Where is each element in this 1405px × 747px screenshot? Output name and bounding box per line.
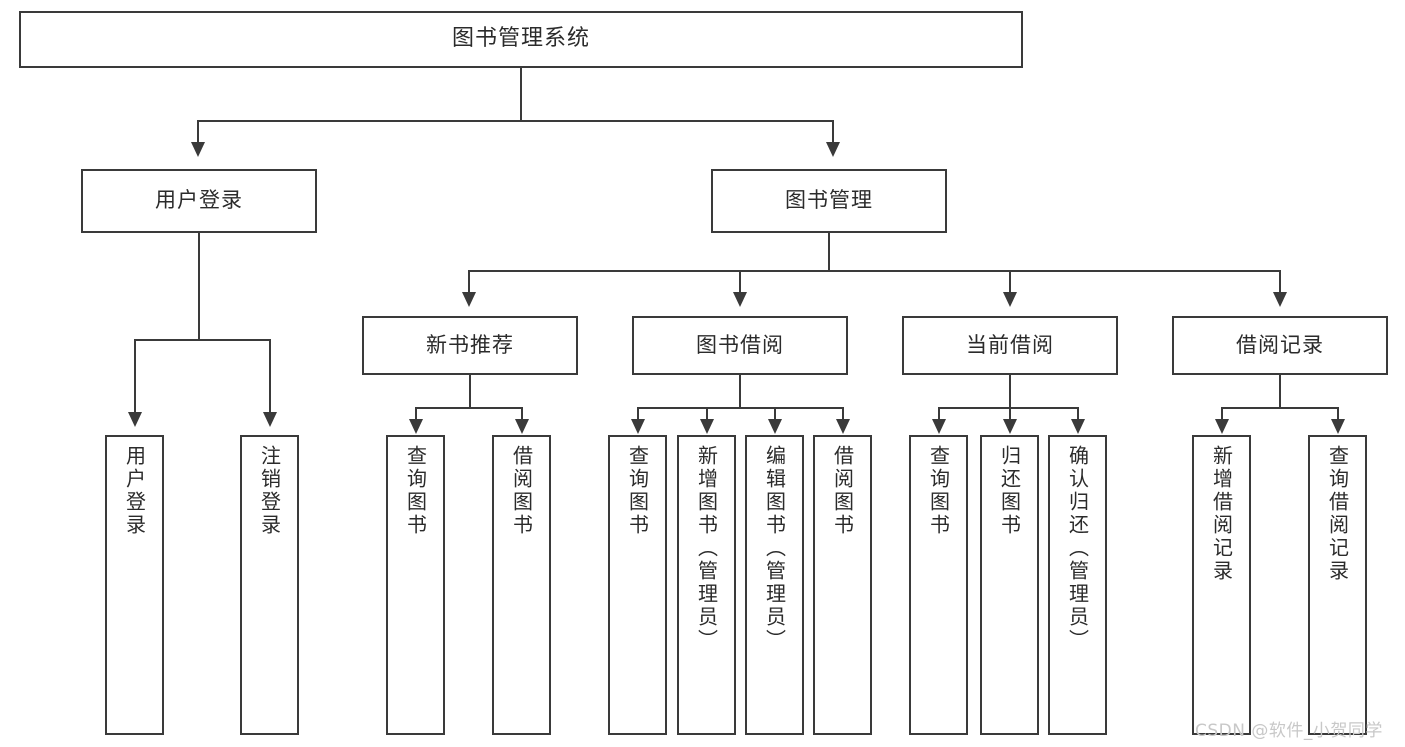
node-label: 查询图书 <box>403 445 428 537</box>
connector-cb-stem <box>1009 375 1011 408</box>
leaf-nbr-borrow-book[interactable]: 借阅图书 <box>492 435 551 735</box>
connector-nbr-drop-2 <box>521 407 523 421</box>
connector-bm-drop-4 <box>1279 270 1281 295</box>
arrowhead-bb-leaf-3 <box>768 419 782 434</box>
connector-bm-drop-3 <box>1009 270 1011 295</box>
leaf-bb-query-book[interactable]: 查询图书 <box>608 435 667 735</box>
node-user-login[interactable]: 用户登录 <box>81 169 317 233</box>
connector-bb-stem <box>739 375 741 408</box>
arrowhead-cb-leaf-3 <box>1071 419 1085 434</box>
node-label: 当前借阅 <box>966 332 1054 357</box>
leaf-br-query-record[interactable]: 查询借阅记录 <box>1308 435 1367 735</box>
node-book-management[interactable]: 图书管理 <box>711 169 947 233</box>
connector-bb-drop-2 <box>706 407 708 421</box>
arrowhead-to-user-login-leaf <box>128 412 142 427</box>
connector-bm-drop-2 <box>739 270 741 295</box>
arrowhead-to-borrow-records <box>1273 292 1287 307</box>
connector-nbr-stem <box>469 375 471 408</box>
leaf-bb-add-book-admin[interactable]: 新增图书（管理员） <box>677 435 736 735</box>
connector-cb-bus <box>938 407 1078 409</box>
arrowhead-br-leaf-2 <box>1331 419 1345 434</box>
arrowhead-root-to-book-management <box>826 142 840 157</box>
connector-nbr-drop-1 <box>415 407 417 421</box>
node-borrow-records[interactable]: 借阅记录 <box>1172 316 1388 375</box>
arrowhead-nbr-leaf-1 <box>409 419 423 434</box>
connector-br-drop-1 <box>1221 407 1223 421</box>
node-label: 借阅图书 <box>509 445 534 537</box>
node-new-book-recommend[interactable]: 新书推荐 <box>362 316 578 375</box>
arrowhead-to-current-borrow <box>1003 292 1017 307</box>
node-root-book-management-system[interactable]: 图书管理系统 <box>19 11 1023 68</box>
connector-nbr-bus <box>415 407 523 409</box>
node-label: 编辑图书（管理员） <box>762 445 787 652</box>
node-label: 用户登录 <box>155 188 243 213</box>
connector-user-login-stem <box>198 233 200 340</box>
connector-cb-drop-2 <box>1009 407 1011 421</box>
leaf-br-add-record[interactable]: 新增借阅记录 <box>1192 435 1251 735</box>
watermark-csdn: CSDN @软件_小贺同学 <box>1195 721 1383 741</box>
connector-book-management-stem <box>828 233 830 271</box>
connector-cb-drop-1 <box>938 407 940 421</box>
leaf-user-login[interactable]: 用户登录 <box>105 435 164 735</box>
node-label: 图书借阅 <box>696 332 784 357</box>
leaf-cb-return-book[interactable]: 归还图书 <box>980 435 1039 735</box>
arrowhead-cb-leaf-2 <box>1003 419 1017 434</box>
leaf-cb-query-book[interactable]: 查询图书 <box>909 435 968 735</box>
connector-bb-bus <box>637 407 844 409</box>
arrowhead-cb-leaf-1 <box>932 419 946 434</box>
connector-br-stem <box>1279 375 1281 408</box>
node-label: 新增借阅记录 <box>1209 445 1234 583</box>
node-label: 图书管理 <box>785 188 873 213</box>
connector-br-drop-2 <box>1337 407 1339 421</box>
connector-book-management-bus <box>468 270 1280 272</box>
node-label: 借阅图书 <box>830 445 855 537</box>
node-current-borrow[interactable]: 当前借阅 <box>902 316 1118 375</box>
node-label: 归还图书 <box>997 445 1022 537</box>
node-label: 查询图书 <box>625 445 650 537</box>
arrowhead-bb-leaf-4 <box>836 419 850 434</box>
arrowhead-nbr-leaf-2 <box>515 419 529 434</box>
connector-root-stem <box>520 68 522 121</box>
node-label: 注销登录 <box>257 445 282 537</box>
connector-br-bus <box>1221 407 1338 409</box>
node-book-borrow[interactable]: 图书借阅 <box>632 316 848 375</box>
node-label: 用户登录 <box>122 445 147 537</box>
connector-bb-drop-4 <box>842 407 844 421</box>
leaf-bb-borrow-book[interactable]: 借阅图书 <box>813 435 872 735</box>
connector-cb-drop-3 <box>1077 407 1079 421</box>
connector-bb-drop-3 <box>774 407 776 421</box>
arrowhead-to-new-book-recommend <box>462 292 476 307</box>
connector-root-drop-1 <box>197 120 199 145</box>
connector-root-bus <box>197 120 833 122</box>
connector-bm-drop-1 <box>468 270 470 295</box>
node-label: 新书推荐 <box>426 332 514 357</box>
leaf-nbr-query-book[interactable]: 查询图书 <box>386 435 445 735</box>
arrowhead-to-book-borrow <box>733 292 747 307</box>
connector-bb-drop-1 <box>637 407 639 421</box>
arrowhead-bb-leaf-2 <box>700 419 714 434</box>
node-label: 新增图书（管理员） <box>694 445 719 652</box>
connector-user-login-drop-1 <box>134 339 136 414</box>
connector-user-login-drop-2 <box>269 339 271 414</box>
connector-root-drop-2 <box>832 120 834 145</box>
connector-user-login-bus <box>134 339 269 341</box>
node-label: 图书管理系统 <box>451 26 590 52</box>
arrowhead-br-leaf-1 <box>1215 419 1229 434</box>
leaf-bb-edit-book-admin[interactable]: 编辑图书（管理员） <box>745 435 804 735</box>
leaf-logout[interactable]: 注销登录 <box>240 435 299 735</box>
node-label: 查询借阅记录 <box>1325 445 1350 583</box>
node-label: 查询图书 <box>926 445 951 537</box>
arrowhead-to-logout-leaf <box>263 412 277 427</box>
arrowhead-root-to-user-login <box>191 142 205 157</box>
node-label: 确认归还（管理员） <box>1065 445 1090 652</box>
leaf-cb-confirm-return-admin[interactable]: 确认归还（管理员） <box>1048 435 1107 735</box>
node-label: 借阅记录 <box>1236 332 1324 357</box>
arrowhead-bb-leaf-1 <box>631 419 645 434</box>
